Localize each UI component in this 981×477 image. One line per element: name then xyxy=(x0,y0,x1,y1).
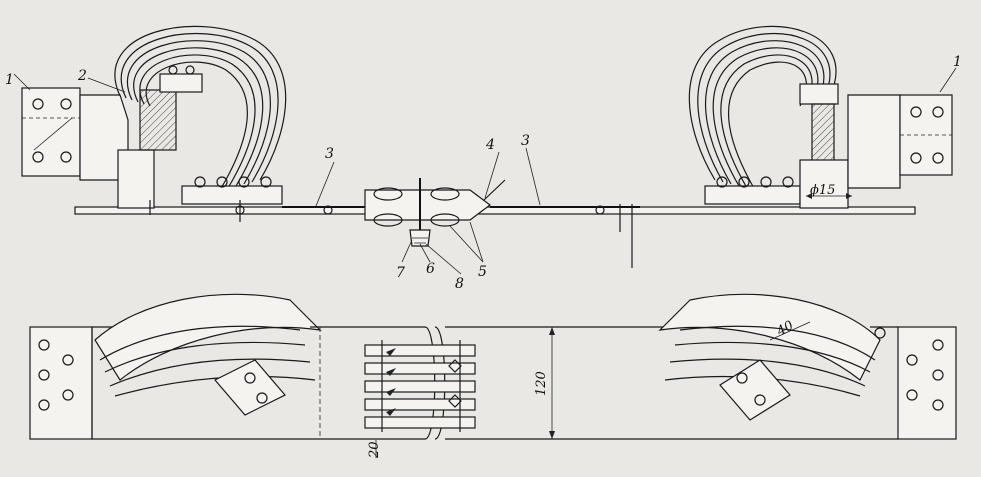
left-clamp xyxy=(21,65,203,215)
dimension-pitch: 20 xyxy=(367,441,382,459)
right-clamp xyxy=(799,83,953,209)
label-nut: 6 xyxy=(426,261,435,277)
dimension-diameter: ϕ15 xyxy=(810,183,835,198)
label-strip-right: 3 xyxy=(521,133,530,149)
label-left-clamp: 1 xyxy=(5,72,14,88)
right-braid-plan xyxy=(658,293,881,381)
label-strip-left: 3 xyxy=(325,146,334,162)
left-flexible-link xyxy=(114,25,287,222)
base-strip xyxy=(74,206,916,215)
label-bolts: 5 xyxy=(478,264,487,280)
center-plates xyxy=(364,340,476,432)
label-washer: 8 xyxy=(455,276,464,292)
right-flexible-link xyxy=(688,25,837,205)
dimension-width: 120 xyxy=(534,371,549,396)
elevation-view xyxy=(13,25,957,275)
center-bolted-joint xyxy=(364,178,506,247)
plan-view xyxy=(29,293,957,458)
label-spring-washer: 7 xyxy=(396,265,405,281)
label-right-clamp: 1 xyxy=(953,54,962,70)
label-center-element: 4 xyxy=(485,137,495,153)
left-braid-plan xyxy=(94,293,322,381)
label-flexible-link: 2 xyxy=(77,68,87,84)
